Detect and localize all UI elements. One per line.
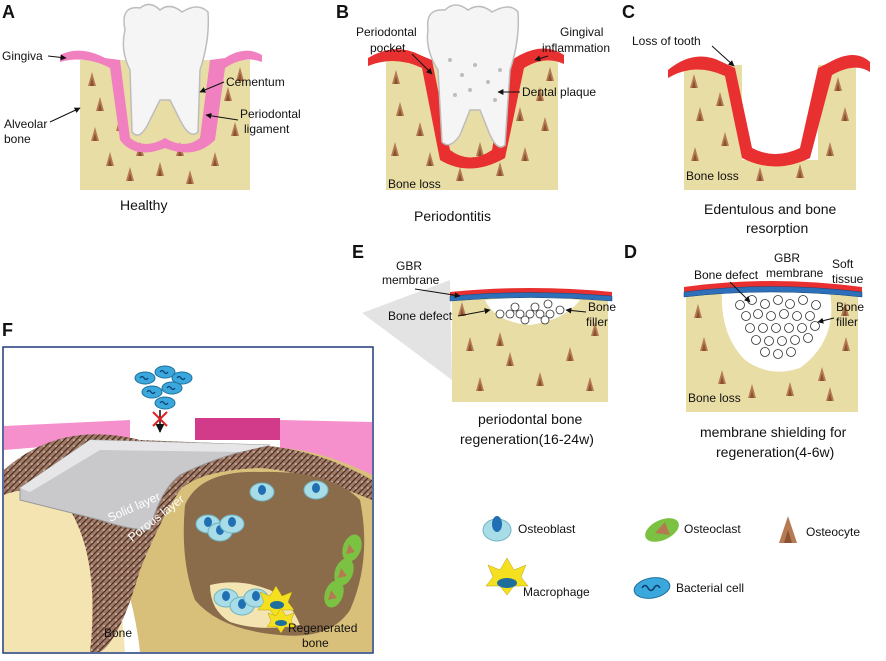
panel-b-letter: B [336,2,349,22]
label-alveolar-2: bone [4,132,31,146]
bone-filler-d [735,295,821,359]
legend-osteocyte: Osteocyte [779,516,860,543]
label-bone-loss-c: Bone loss [686,169,739,183]
panel-f-letter: F [2,320,13,340]
panel-b: B Periodontal pocket Gingival inflammati… [336,2,610,224]
inflamed-gingiva-c [668,55,870,167]
label-regenerated-1: Regenerated [288,621,357,635]
gingiva-right [280,420,372,475]
caption-c-2: resorption [746,220,808,236]
label-bone-loss-d: Bone loss [688,391,741,405]
panel-d-letter: D [624,242,637,262]
panel-f: F [2,320,374,654]
label-bone-loss-b: Bone loss [388,177,441,191]
panel-c: C Loss of tooth Bone loss Edentulous and… [622,2,870,236]
label-gingival-2: inflammation [542,41,610,55]
label-bone-f: Bone [104,626,132,640]
caption-b: Periodontitis [414,208,491,224]
zoom-wedge [362,280,452,380]
legend-bacterial-cell: Bacterial cell [633,577,744,599]
block-x-icon [152,411,168,427]
label-regenerated-2: bone [302,636,329,650]
label-periodontal-pocket-2: pocket [370,41,406,55]
legend-osteoclast: Osteoclast [645,518,741,542]
gingiva-center [195,418,280,440]
label-gbr-d-1: GBR [774,251,800,265]
label-bone-filler-d-1: Bone [836,300,864,314]
label-gbr-e-1: GBR [396,259,422,273]
gbr-membrane-d [683,286,863,298]
label-gingiva: Gingiva [2,49,43,63]
legend-macrophage-label: Macrophage [523,585,590,599]
label-periodontal-pocket-1: Periodontal [356,25,417,39]
label-bone-filler-e-2: filler [586,315,608,329]
legend-osteoblast-label: Osteoblast [518,522,576,536]
osteoclasts-f [324,534,362,608]
label-dental-plaque: Dental plaque [522,85,596,99]
label-soft-tissue-1: Soft [832,257,854,271]
legend-osteoclast-label: Osteoclast [684,522,741,536]
panel-d: D Bone defect GBR membrane Soft tissue B… [624,242,864,460]
caption-d-2: regeneration(4-6w) [716,444,834,460]
caption-e-2: regeneration(16-24w) [460,431,594,447]
label-gbr-e-2: membrane [382,273,440,287]
legend-osteoblast: Osteoblast [482,516,576,542]
label-bone-defect-d: Bone defect [694,268,759,282]
legend-bacterial-label: Bacterial cell [676,581,744,595]
label-gingival-1: Gingival [560,25,603,39]
label-pdl-2: ligament [244,122,290,136]
panel-a-letter: A [2,2,15,22]
legend: Osteoblast Osteoclast Osteocyte Macropha… [482,516,860,599]
label-pdl-1: Periodontal [240,107,301,121]
bone-filler-e [495,299,565,325]
legend-osteocyte-label: Osteocyte [806,525,860,539]
healthy-gingiva [60,50,262,153]
label-loss-of-tooth: Loss of tooth [632,34,701,48]
caption-d-1: membrane shielding for [700,424,847,440]
macrophages-f [257,585,296,634]
caption-c-1: Edentulous and bone [704,201,837,217]
panel-c-letter: C [622,2,635,22]
gbr-membrane-e [449,292,613,302]
label-bone-filler-e-1: Bone [588,300,616,314]
healthy-tooth [122,3,210,136]
panel-e-letter: E [352,242,364,262]
panel-a: A Gingiva Cementum Alveolar bone Periodo… [2,2,301,213]
label-alveolar-1: Alveolar [4,117,47,131]
label-bone-defect-e: Bone defect [388,309,453,323]
label-cementum: Cementum [226,75,285,89]
dental-plaque-dots [448,58,502,102]
caption-e-1: periodontal bone [478,411,583,427]
label-bone-filler-d-2: filler [836,315,858,329]
diseased-tooth [426,4,520,148]
legend-macrophage: Macrophage [485,557,590,599]
solid-layer [19,439,271,531]
caption-a: Healthy [120,197,167,213]
label-soft-tissue-2: tissue [832,272,864,286]
label-gbr-d-2: membrane [766,266,824,280]
inflamed-gingiva-b [368,48,564,169]
panel-e: E GBR membrane Bone defect Bone filler p… [352,242,616,447]
